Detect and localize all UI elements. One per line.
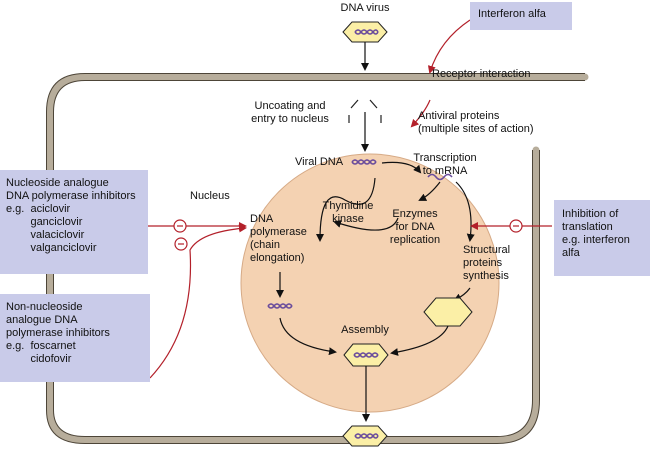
uncoating-label: Uncoating and entry to nucleus xyxy=(251,100,329,125)
nucleoside-analogue-box: Nucleoside analogue DNA polymerase inhib… xyxy=(0,170,148,274)
nucleus-circle xyxy=(240,153,500,413)
nucleus-label: Nucleus xyxy=(190,190,230,202)
enzymes-label: Enzymes for DNA replication xyxy=(389,208,441,246)
assembled-virus-icon xyxy=(343,343,389,367)
drug-action-arrows xyxy=(148,19,552,379)
replicated-dna-icon xyxy=(267,303,293,309)
viral-dna-icon xyxy=(351,159,377,165)
inhibition-translation-box: Inhibition of translation e.g. interfero… xyxy=(554,200,650,276)
inhibition-symbols xyxy=(173,219,523,251)
dna-virus-label: DNA virus xyxy=(340,2,390,14)
antiviral-proteins-label: Antiviral proteins (multiple sites of ac… xyxy=(418,110,534,135)
transcription-label: Transcription to mRNA xyxy=(413,152,477,177)
mrna-icon xyxy=(427,173,453,181)
receptor-interaction-label: Receptor interaction xyxy=(432,68,531,80)
released-virus-icon xyxy=(342,425,388,447)
cell-membrane xyxy=(46,73,589,444)
virus-top-icon xyxy=(342,21,388,43)
dna-polymerase-label: DNA polymerase (chain elongation) xyxy=(250,213,307,264)
viral-dna-label: Viral DNA xyxy=(295,156,344,168)
assembly-label: Assembly xyxy=(341,324,389,336)
capsid-protein-icon xyxy=(423,297,473,327)
interferon-alfa-box: Interferon alfa xyxy=(470,2,572,30)
thymidine-kinase-label: Thymidine kinase xyxy=(322,200,374,225)
non-nucleoside-box: Non-nucleoside analogue DNA polymerase i… xyxy=(0,294,150,382)
structural-proteins-label: Structural proteins synthesis xyxy=(463,244,511,282)
capsid-fragments xyxy=(348,99,382,123)
